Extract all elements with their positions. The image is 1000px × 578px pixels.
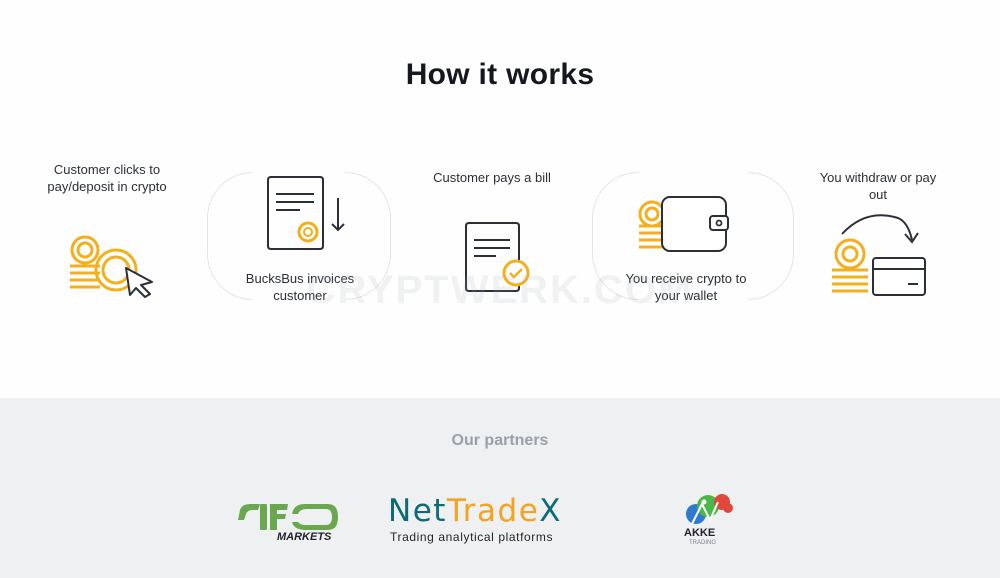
step-5-label: You withdraw or pay out — [819, 170, 937, 202]
paid-bill-icon — [465, 222, 530, 292]
nettradex-logo-part: Net — [388, 493, 447, 529]
nettradex-logo-part: X — [539, 493, 563, 529]
ifc-markets-logo[interactable] — [236, 500, 342, 534]
step-1-label: Customer clicks to pay/deposit in crypto — [47, 162, 167, 194]
nettradex-logo-part: Trade — [446, 493, 540, 529]
invoice-icon — [267, 176, 345, 250]
how-it-works-section — [0, 0, 1000, 398]
withdraw-card-icon — [832, 214, 926, 296]
step-2-label: BucksBus invoices customer — [245, 271, 355, 303]
nettradex-subtitle: Trading analytical platforms — [390, 530, 554, 544]
step-4-label: You receive crypto to your wallet — [625, 271, 747, 303]
akke-trading-logo[interactable] — [682, 492, 738, 530]
page-title: How it works — [405, 58, 595, 91]
coins-cursor-icon — [70, 235, 153, 298]
step-3-label: Customer pays a bill — [433, 170, 551, 185]
akke-logo-name: AKKE — [684, 527, 716, 539]
partners-title: Our partners — [451, 432, 549, 449]
nettradex-logo[interactable]: NetTradeX — [388, 493, 562, 529]
akke-logo-subtitle: TRADING — [689, 540, 716, 546]
ifc-markets-subtitle: MARKETS — [277, 531, 332, 543]
partners-section — [0, 398, 1000, 578]
wallet-coins-icon — [638, 196, 729, 252]
